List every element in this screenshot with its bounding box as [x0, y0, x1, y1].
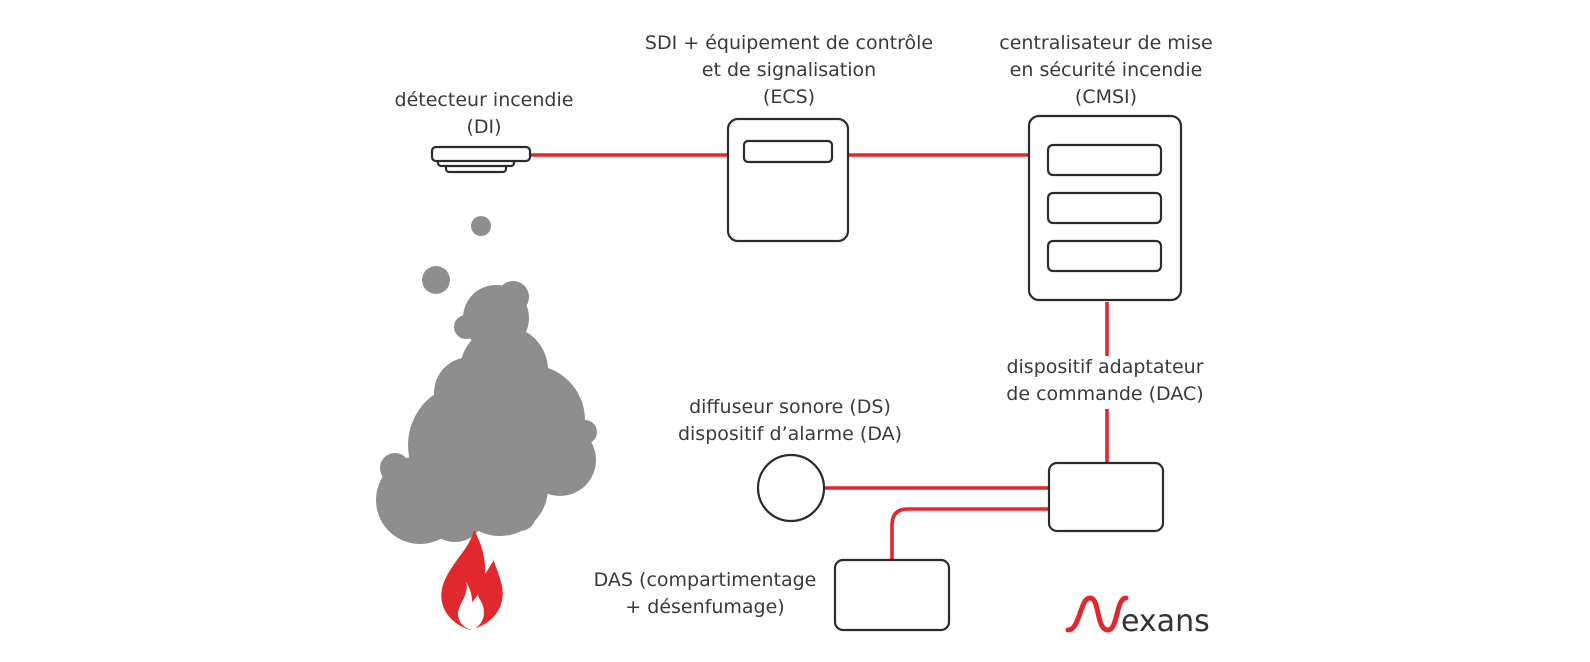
cmsi-module-3 — [1046, 239, 1163, 273]
smoke-detector-icon — [430, 145, 532, 174]
detector-label-line2: (DI) — [466, 116, 501, 138]
detector-label-line1: détecteur incendie — [395, 89, 574, 111]
cmsi-label-line2: en sécurité incendie — [1010, 59, 1203, 81]
ds-da-unit: diffuseur sonore (DS) dispositif d’alarm… — [678, 396, 902, 523]
das-unit: DAS (compartimentage + désenfumage) — [594, 558, 951, 632]
ecs-unit: SDI + équipement de contrôle et de signa… — [645, 32, 933, 243]
flame-icon — [441, 530, 503, 630]
ecs-cabinet — [726, 117, 850, 243]
ecs-label-line3: (ECS) — [763, 86, 815, 108]
ecs-label-line1: SDI + équipement de contrôle — [645, 32, 933, 54]
nexans-logo: exans — [1065, 595, 1210, 639]
das-box — [833, 558, 951, 632]
dac-label-line1: dispositif adaptateur — [1006, 356, 1203, 378]
ds-da-label-line2: dispositif d’alarme (DA) — [678, 423, 902, 445]
sounder-circle — [756, 453, 826, 523]
nexans-wordmark: exans — [1121, 604, 1210, 639]
das-label-line1: DAS (compartimentage — [594, 569, 817, 591]
cmsi-label-line3: (CMSI) — [1075, 86, 1137, 108]
wires — [530, 153, 1109, 560]
cmsi-unit: centralisateur de mise en sécurité incen… — [999, 32, 1213, 302]
cmsi-module-2 — [1046, 191, 1163, 225]
smoke-cloud-icon — [376, 216, 597, 544]
cmsi-module-1 — [1046, 143, 1163, 177]
nexans-wave-n-icon — [1065, 595, 1129, 633]
dac-box — [1047, 461, 1165, 533]
ecs-display — [742, 139, 834, 164]
das-label-line2: + désenfumage) — [625, 596, 784, 618]
dac-label-line2: de commande (DAC) — [1006, 383, 1203, 405]
ds-da-label-line1: diffuseur sonore (DS) — [689, 396, 891, 418]
ecs-label-line2: et de signalisation — [702, 59, 876, 81]
wire-dac-to-das — [890, 507, 1050, 560]
dac-unit: dispositif adaptateur de commande (DAC) — [1006, 356, 1204, 533]
cmsi-label-line1: centralisateur de mise — [999, 32, 1212, 54]
detector-di: détecteur incendie (DI) — [395, 89, 574, 174]
